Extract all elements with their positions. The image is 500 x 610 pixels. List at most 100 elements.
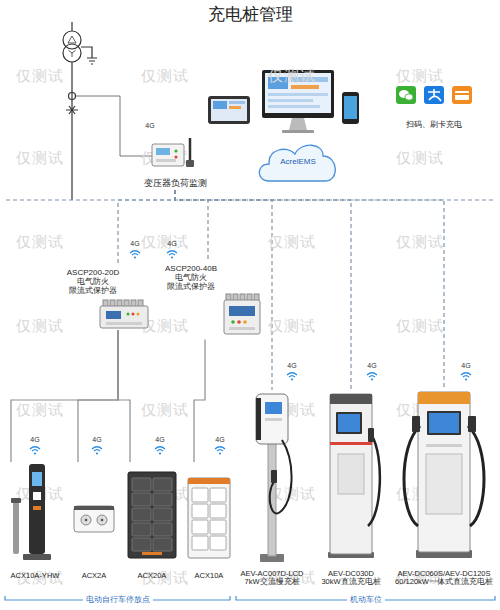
diagram-title: 充电桩管理 xyxy=(0,3,500,26)
din-picture xyxy=(100,306,148,328)
tablet xyxy=(229,106,241,109)
din-picture xyxy=(106,311,121,319)
cabinet-picture xyxy=(132,478,151,491)
cabinet-picture xyxy=(128,472,176,558)
acpile-picture xyxy=(265,402,282,414)
cabinetW-picture xyxy=(210,520,226,534)
acpile-picture xyxy=(248,390,296,562)
wifi-symbol xyxy=(461,373,471,381)
meter-picture xyxy=(156,148,170,155)
power-line xyxy=(175,190,444,390)
cabinet-picture xyxy=(132,508,151,521)
cabinetW-picture xyxy=(210,536,226,550)
watermark: 仅测试 xyxy=(16,318,64,335)
signal-label: 4G xyxy=(287,362,296,370)
watermark: 仅测试 xyxy=(141,68,189,85)
node-label: AcrelEMS xyxy=(268,157,328,166)
socket-picture xyxy=(85,519,88,522)
din-picture xyxy=(137,313,140,316)
zone-label: 电动自行车停放点 xyxy=(83,596,153,605)
wifi-symbol xyxy=(30,447,40,455)
signal-label: 4G xyxy=(130,240,139,248)
signal-label: 4G xyxy=(145,122,154,130)
node-label: AEV-DC060S/AEV-DC120S 60/120kW一体式直流充电桩 xyxy=(393,570,495,587)
dc30-picture xyxy=(336,412,362,434)
watermark: 仅测试 xyxy=(396,68,444,85)
node-label: ACX10A xyxy=(187,572,231,581)
mobile-phone xyxy=(342,92,359,124)
tablet xyxy=(211,99,247,121)
dc60-picture xyxy=(426,454,462,514)
monitor-screen xyxy=(282,130,314,133)
dc60-picture xyxy=(398,392,490,558)
watermark: 仅测试 xyxy=(16,150,64,167)
ac-charger: AEV-AC007D-LCD 7kW交流慢充桩 xyxy=(234,390,310,588)
meter-picture xyxy=(152,144,184,166)
din-picture xyxy=(100,300,148,328)
watermark: 仅测试 xyxy=(396,150,444,167)
tablet xyxy=(229,101,245,104)
bikepost-picture xyxy=(33,492,41,500)
zone-bracket xyxy=(5,596,495,600)
transformer-symbol xyxy=(66,106,78,114)
socket-picture xyxy=(97,515,107,525)
dc30-picture xyxy=(368,428,374,442)
din2-picture xyxy=(229,306,255,316)
socket-picture xyxy=(81,515,91,525)
cabinet-picture xyxy=(153,493,172,506)
dc-charger: AEV-DC060S/AEV-DC120S 60/120kW一体式直流充电桩 xyxy=(392,390,496,588)
node-label: ACX2A xyxy=(71,572,117,581)
watermark: 仅测试 xyxy=(16,234,64,251)
dc60-picture xyxy=(468,416,476,432)
mobile-phone xyxy=(344,96,357,119)
cabinetW-picture xyxy=(188,478,230,558)
cabinet-picture xyxy=(128,472,176,558)
dc60-picture xyxy=(426,444,462,447)
node-label: ASCP200-40B 电气防火 限流式保护器 xyxy=(160,264,222,292)
cabinet-picture xyxy=(132,538,151,551)
power-line xyxy=(194,340,205,462)
ebike-charger: ACX2A xyxy=(70,462,118,582)
node-label: 变压器负荷监测 xyxy=(125,179,225,189)
meter-picture xyxy=(156,159,176,162)
acpile-picture xyxy=(265,418,282,421)
dc30-picture xyxy=(338,414,360,432)
bikepost-picture xyxy=(32,472,42,486)
din-picture xyxy=(132,313,135,316)
fire-protector: ASCP200-40B 电气防火 限流式保护器 xyxy=(158,262,262,340)
cabinetW-picture xyxy=(192,520,208,534)
cabinetW-picture xyxy=(210,488,226,502)
wifi-symbol xyxy=(167,251,177,259)
apps-picture xyxy=(424,86,444,104)
signal-label: 4G xyxy=(155,436,164,444)
cabinetW-picture xyxy=(188,478,230,484)
cabinetW-picture xyxy=(210,504,226,518)
load-monitor: 变压器负荷监测 xyxy=(122,132,228,190)
meter-picture xyxy=(186,160,194,167)
wifi-symbol xyxy=(215,447,225,455)
cabinet-picture xyxy=(142,552,162,555)
apps-picture xyxy=(405,94,413,100)
node-label: ACX20A xyxy=(123,572,181,581)
acpile-picture xyxy=(271,470,277,483)
dc60-picture xyxy=(404,426,420,526)
node-label: 扫码、刷卡充电 xyxy=(386,120,482,129)
bikepost-picture xyxy=(29,464,45,554)
bikepost-picture xyxy=(13,502,19,554)
monitor-screen xyxy=(289,118,307,130)
acpile-picture xyxy=(256,398,261,440)
payment-apps: 扫码、刷卡充电 xyxy=(384,84,484,130)
meter-picture xyxy=(174,149,177,152)
din2-picture xyxy=(224,294,260,334)
apps-picture xyxy=(392,84,476,106)
cloud-platform: AcrelEMS xyxy=(255,140,341,184)
wifi-symbol xyxy=(287,373,297,381)
signal-label: 4G xyxy=(367,362,376,370)
bikepost-picture xyxy=(9,462,61,562)
cabinetW-picture xyxy=(192,536,208,550)
mobile-phone xyxy=(342,92,359,124)
dc-charger: AEV-DC030D 30kW直流充电桩 xyxy=(316,390,386,588)
socket-picture xyxy=(101,519,104,522)
transformer-symbol xyxy=(76,96,152,156)
